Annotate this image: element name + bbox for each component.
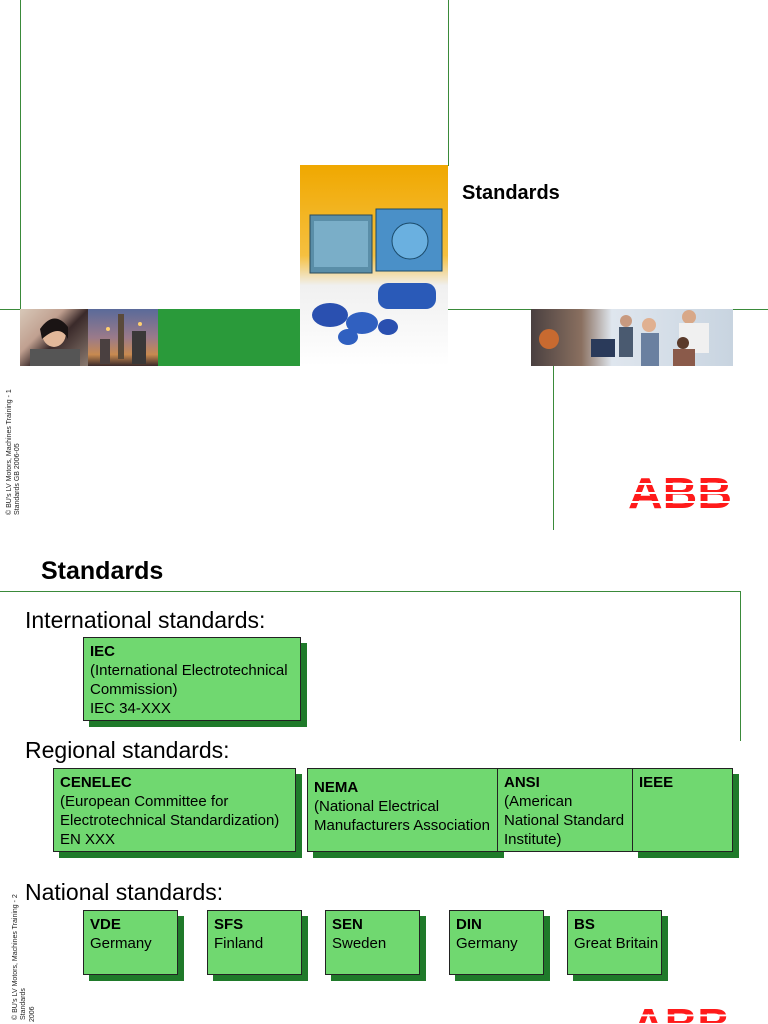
vde-box: VDE Germany bbox=[83, 910, 178, 975]
sen-box: SEN Sweden bbox=[325, 910, 420, 975]
box-line: National Standard bbox=[504, 812, 625, 829]
page-title: Standards bbox=[462, 182, 560, 204]
box-name: SFS bbox=[214, 916, 244, 933]
box-line: Finland bbox=[214, 935, 264, 952]
international-heading: International standards: bbox=[25, 607, 266, 633]
box-line: Institute) bbox=[504, 831, 562, 848]
box-line: IEC 34-XXX bbox=[90, 700, 171, 717]
box-line: (American bbox=[504, 793, 573, 810]
footer-line: Standards GB 2006-05 bbox=[14, 443, 21, 515]
green-band bbox=[158, 309, 300, 366]
footer-line: © BU's LV Motors, Machines Training - 2 bbox=[12, 894, 19, 1020]
photo-office-team bbox=[531, 309, 733, 366]
frame-line bbox=[20, 0, 21, 310]
box-line: Manufacturers Association bbox=[314, 817, 490, 834]
box-line: (European Committee for bbox=[60, 793, 229, 810]
abb-logo: ABB bbox=[632, 1004, 732, 1024]
iec-box: IEC (International Electrotechnical Comm… bbox=[83, 637, 301, 721]
nema-box: NEMA (National Electrical Manufacturers … bbox=[307, 768, 498, 852]
din-box: DIN Germany bbox=[449, 910, 544, 975]
box-line: Commission) bbox=[90, 681, 178, 698]
footer-text: Standards bbox=[20, 988, 28, 1020]
box-line: (National Electrical bbox=[314, 798, 440, 815]
regional-heading: Regional standards: bbox=[25, 737, 230, 763]
frame-line bbox=[553, 366, 554, 530]
svg-text:ABB: ABB bbox=[628, 472, 732, 510]
box-name: CENELEC bbox=[60, 774, 132, 791]
svg-text:ABB: ABB bbox=[632, 1004, 730, 1024]
photo-woman bbox=[20, 309, 88, 366]
box-name: IEC bbox=[90, 643, 116, 660]
frame-line bbox=[448, 0, 449, 166]
motors-image bbox=[300, 165, 448, 366]
footer-line: 2006 bbox=[29, 1006, 36, 1022]
ansi-box: ANSI (American National Standard Institu… bbox=[497, 768, 633, 852]
box-line: EN XXX bbox=[60, 831, 116, 848]
frame-line bbox=[0, 591, 740, 592]
box-name: DIN bbox=[456, 916, 482, 933]
box-line: Germany bbox=[456, 935, 518, 952]
sfs-box: SFS Finland bbox=[207, 910, 302, 975]
footer-text: © BU's LV Motors, Machines Training - 2 bbox=[12, 894, 20, 1020]
box-name: BS bbox=[574, 916, 595, 933]
box-line: (International Electrotechnical bbox=[90, 662, 288, 679]
footer-line: Standards bbox=[20, 988, 27, 1020]
frame-line bbox=[740, 591, 741, 741]
abb-logo: ABB bbox=[628, 469, 734, 518]
bs-box: BS Great Britain bbox=[567, 910, 662, 975]
box-line: Sweden bbox=[332, 935, 387, 952]
footer-text: © BU's LV Motors, Machines Training - 1 … bbox=[6, 389, 22, 515]
footer-line: © BU's LV Motors, Machines Training - 1 bbox=[6, 389, 13, 515]
box-name: ANSI bbox=[504, 774, 540, 791]
box-name: IEEE bbox=[639, 774, 674, 791]
box-name: SEN bbox=[332, 916, 363, 933]
box-name: NEMA bbox=[314, 779, 359, 796]
footer-text: 2006 bbox=[29, 1006, 37, 1022]
slide-title: Standards bbox=[41, 557, 164, 585]
photo-industrial-plant bbox=[88, 309, 158, 366]
box-name: VDE bbox=[90, 916, 121, 933]
box-line: Electrotechnical Standardization) bbox=[60, 812, 280, 829]
ieee-box: IEEE bbox=[632, 768, 733, 852]
cenelec-box: CENELEC (European Committee for Electrot… bbox=[53, 768, 296, 852]
box-line: Germany bbox=[90, 935, 152, 952]
national-heading: National standards: bbox=[25, 879, 224, 905]
box-line: Great Britain bbox=[574, 935, 659, 952]
